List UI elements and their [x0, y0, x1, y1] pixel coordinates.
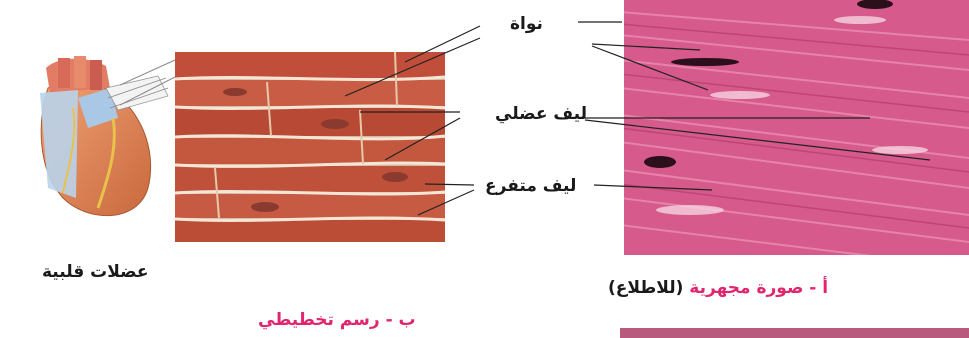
label-cardiac-muscles: عضلات قلبية — [42, 262, 149, 282]
caption-micrograph-title: أ - صورة مجهرية — [689, 278, 828, 298]
label-muscle-fiber: ليف عضلي — [495, 104, 587, 124]
caption-micrograph: أ - صورة مجهرية (للاطلاع) — [608, 278, 828, 298]
caption-micrograph-note: (للاطلاع) — [608, 278, 683, 298]
label-branched-fiber: ليف متفرع — [485, 176, 576, 196]
caption-schematic: ب - رسم تخطيطي — [258, 310, 416, 330]
label-nucleus: نواة — [510, 14, 543, 34]
